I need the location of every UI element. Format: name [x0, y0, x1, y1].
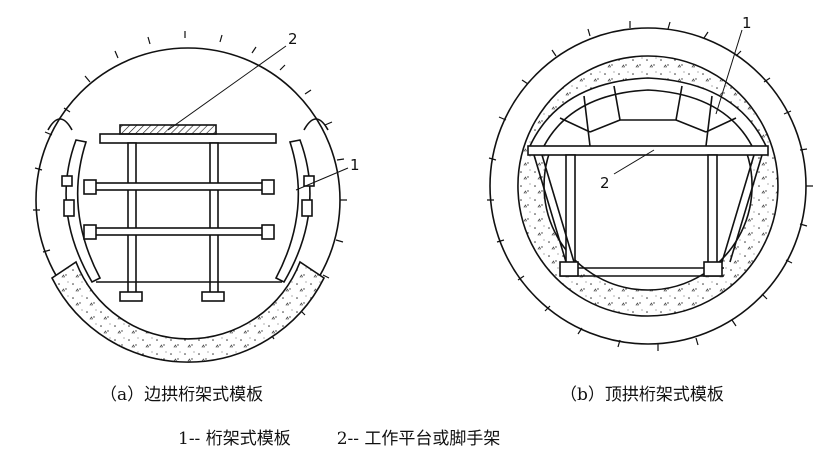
panel-a-platform	[99, 133, 277, 144]
panel-a-post-right	[209, 142, 219, 296]
panel-a-beam-lower	[85, 227, 271, 236]
panel-a-left-form	[65, 139, 102, 284]
panel-b-caption: （b）顶拱桁架式模板	[560, 385, 724, 405]
panel-b-platform	[527, 145, 769, 156]
panel-a-leader-1	[295, 167, 349, 191]
panel-b-leader-1	[715, 29, 743, 115]
panel-a-callout-1: 1	[350, 156, 360, 174]
panel-b-rock-teeth	[487, 21, 813, 351]
panel-a-callout-2: 2	[288, 30, 298, 48]
panel-a-beam-upper	[85, 182, 271, 191]
panel-b-crown-form	[529, 77, 767, 147]
panel-a-lining-upper	[47, 118, 73, 131]
panel-a-right-form	[274, 139, 311, 284]
panel-b-callout-2: 2	[600, 174, 610, 192]
panel-b-drawing	[487, 21, 813, 351]
panel-a-post-left	[127, 142, 137, 296]
panel-a-lining-upper-right	[303, 118, 329, 131]
panel-a-concrete-invert	[50, 260, 326, 363]
legend: 1-- 桁架式模板 2-- 工作平台或脚手架	[178, 424, 500, 449]
panel-a-leader-2	[167, 45, 287, 131]
panel-b-leader-2	[613, 149, 655, 175]
panel-a-drawing	[33, 31, 349, 363]
panel-a-caption: （a）边拱桁架式模板	[100, 385, 264, 405]
legend-item-2: 2-- 工作平台或脚手架	[336, 429, 501, 449]
panel-b-callout-1: 1	[742, 14, 752, 32]
legend-item-1: 1-- 桁架式模板	[178, 429, 291, 449]
panel-b-post-right	[707, 154, 718, 268]
